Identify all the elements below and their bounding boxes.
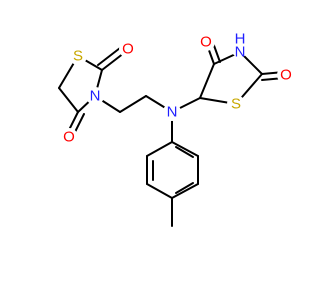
nitrogen-label-right: N xyxy=(235,44,246,61)
atom-bg-nh xyxy=(230,37,250,57)
atom-bg-o1 xyxy=(119,40,137,58)
bond-C5r-C4r xyxy=(199,63,215,99)
atom-bg-o3 xyxy=(197,33,215,51)
atom-labels: S O N O N S O H N O xyxy=(60,31,295,146)
bond-ring-inner-3 xyxy=(175,146,194,158)
atom-bg-n1 xyxy=(86,87,104,105)
atom-bg-s2 xyxy=(227,95,245,113)
bond-C2-O-double xyxy=(97,47,121,66)
bond-C2-O xyxy=(101,52,125,71)
sulfur-label-right: S xyxy=(231,96,241,113)
bond-ring-4 xyxy=(171,183,199,199)
bond-ring-1 xyxy=(146,141,173,157)
bond-CH2a-CH2b xyxy=(119,95,147,113)
nitrogen-label-center: N xyxy=(167,104,178,121)
oxygen-label-left-bottom: O xyxy=(63,129,75,146)
bond-ring-inner-2 xyxy=(175,182,194,194)
atom-bg-n2 xyxy=(163,103,181,121)
bond-C4-O-double xyxy=(73,113,85,135)
nitrogen-label-left: N xyxy=(90,88,101,105)
molecule-diagram: S O N O N S O H N O xyxy=(58,30,295,227)
bond-ring-3 xyxy=(146,183,173,199)
oxygen-label-left-top: O xyxy=(122,41,134,58)
sulfur-label-left: S xyxy=(73,48,83,65)
oxygen-label-right: O xyxy=(280,67,292,84)
bonds xyxy=(58,39,285,227)
atom-bg-o4 xyxy=(277,66,295,84)
hydrogen-label: H xyxy=(235,31,246,48)
atom-bg-o2 xyxy=(60,128,78,146)
bond-C4-C5 xyxy=(58,87,79,113)
atom-bg-s1 xyxy=(69,47,87,65)
bond-ring-6 xyxy=(171,141,199,157)
oxygen-label-right-top: O xyxy=(200,34,212,51)
